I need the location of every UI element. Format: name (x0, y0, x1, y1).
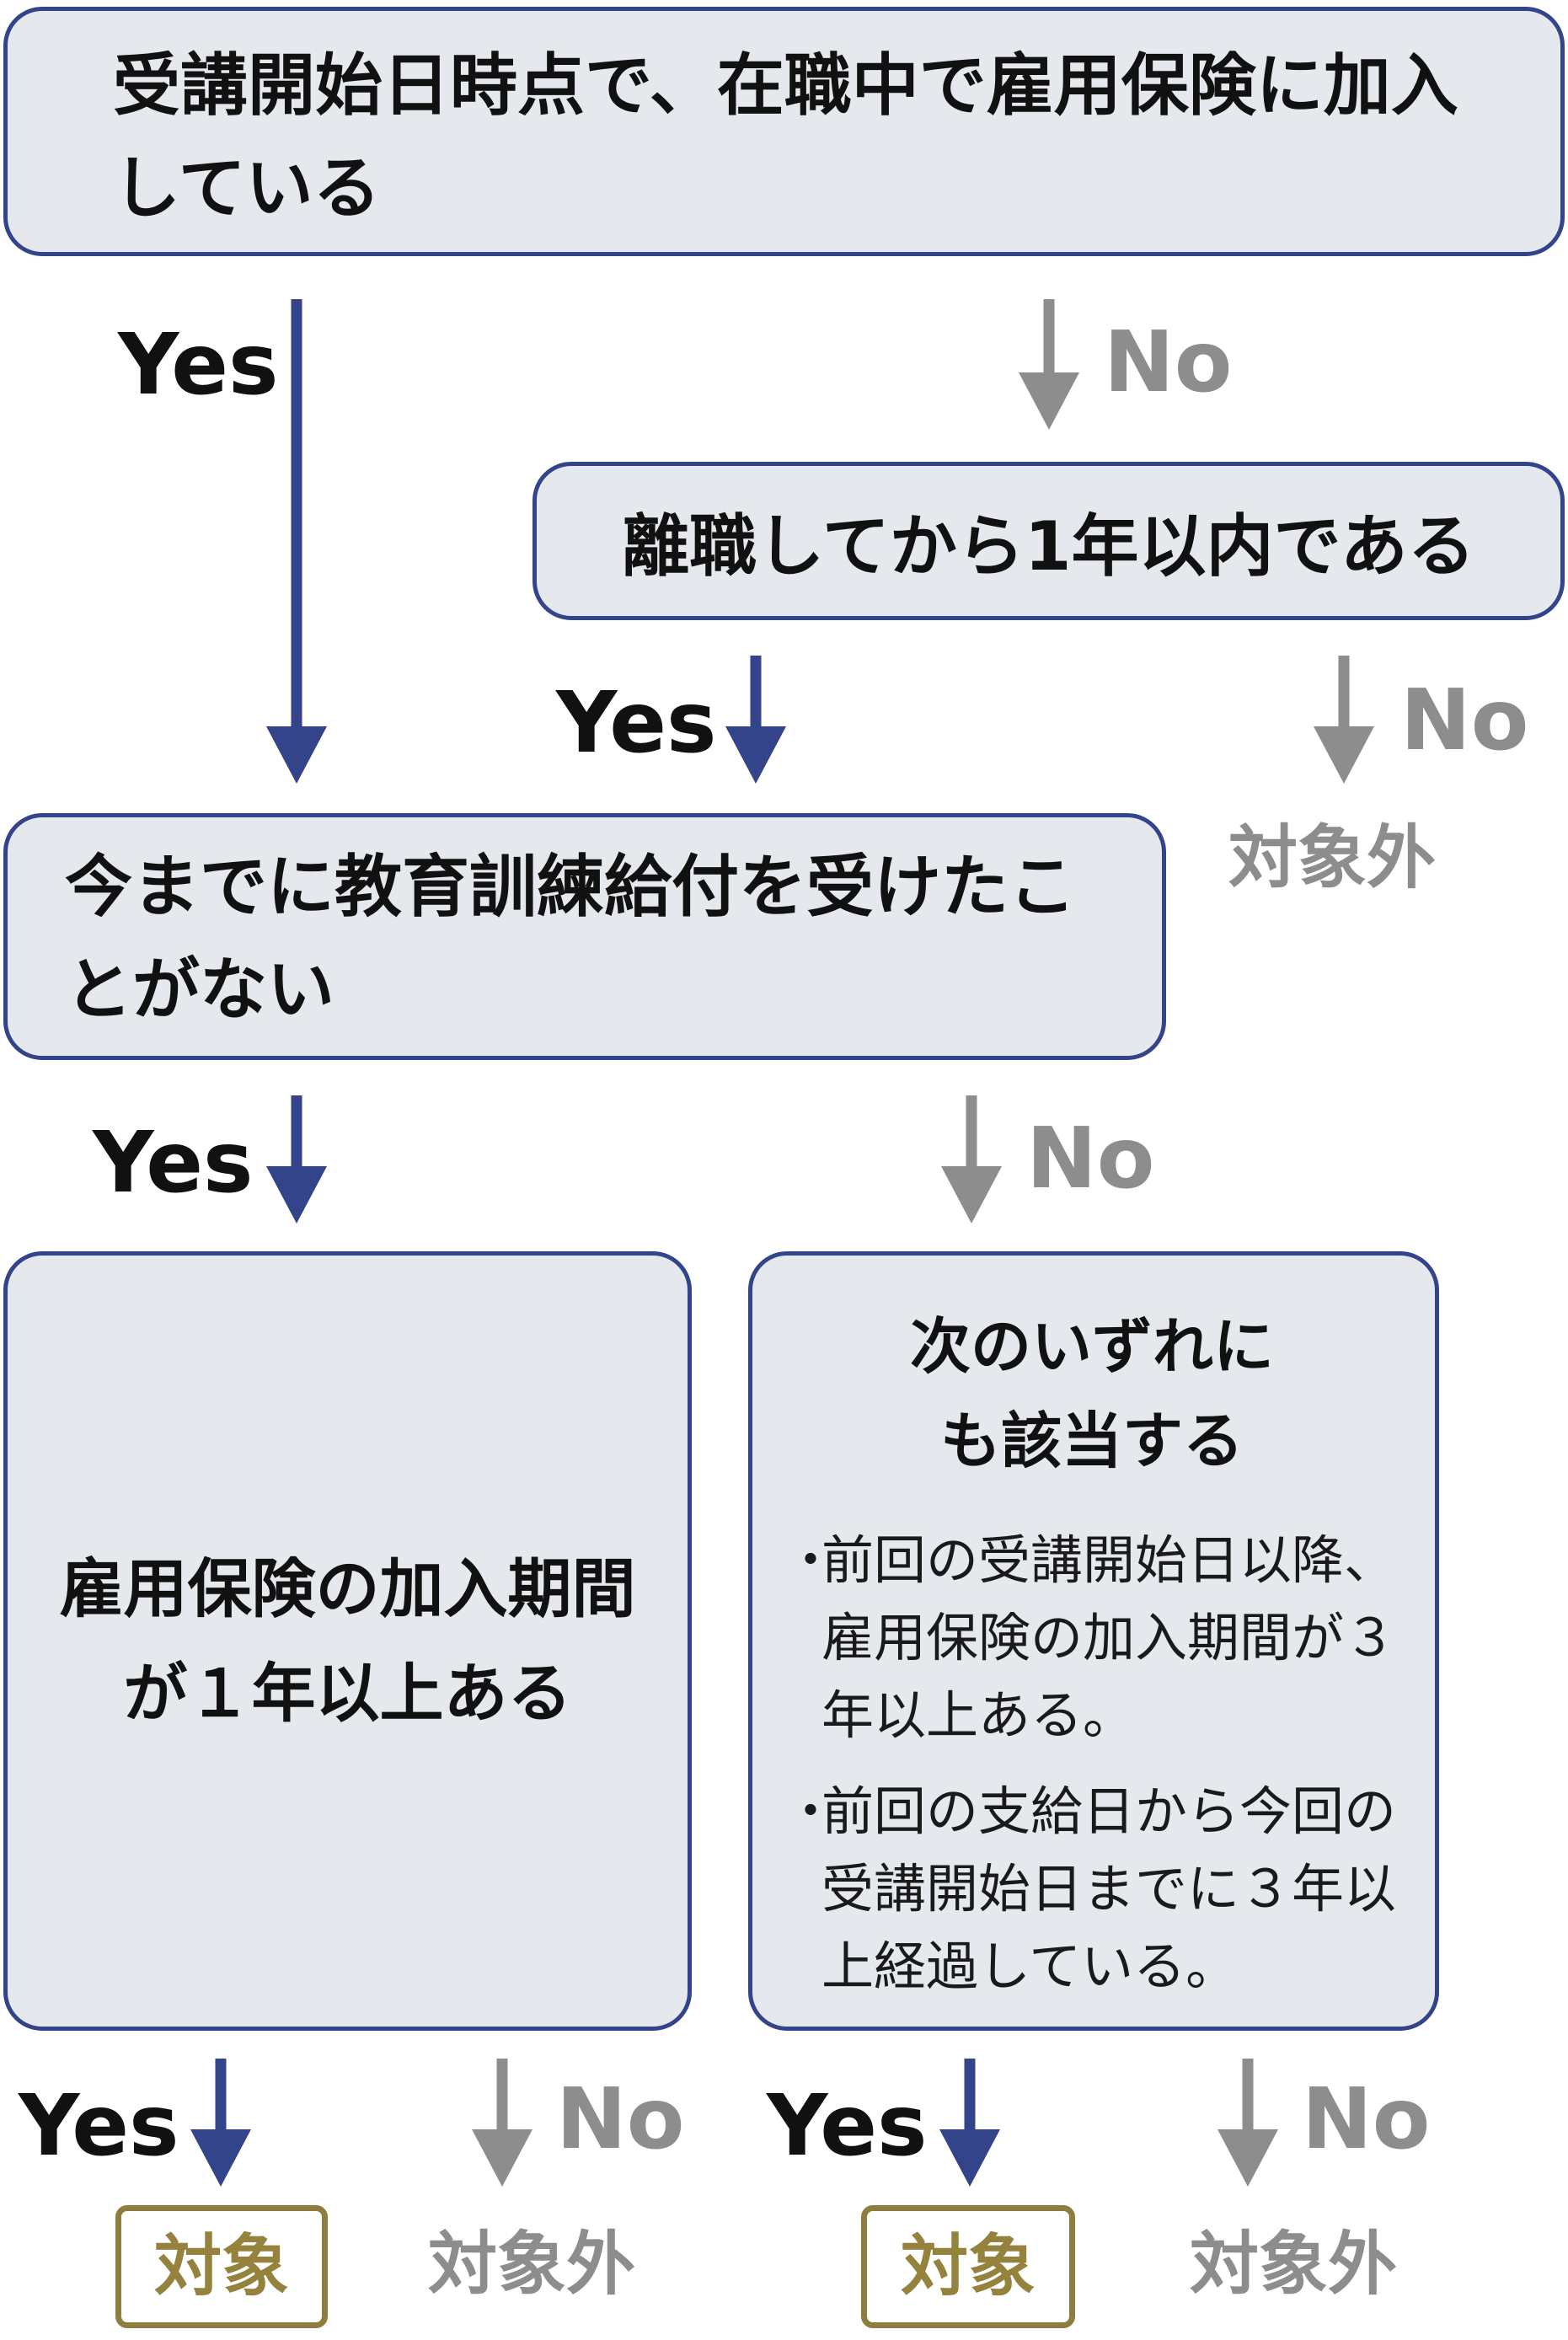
question-left-within-year: 離職してから1年以内である (532, 462, 1565, 620)
arrow-q1-yes (266, 299, 327, 784)
arrow-q4-no (472, 2059, 532, 2187)
question-3-text: 今までに教育訓練給付を受けたことがない (65, 848, 1076, 1029)
bullet-icon: ・ (784, 1529, 838, 1591)
label-q2-yes: Yes (556, 673, 717, 772)
label-q4-yes: Yes (19, 2076, 179, 2175)
label-q5-yes: Yes (767, 2076, 928, 2175)
label-q4-no: No (556, 2070, 685, 2168)
outcome-eligible: 対象 (115, 2205, 328, 2328)
arrow-q3-no (941, 1095, 1002, 1224)
condition-item: ・ 前回の受講開始日以降、雇用保険の加入期間が３年以上ある。 (784, 1522, 1399, 1754)
arrow-q2-no (1314, 656, 1374, 784)
outcome-eligible-text: 対象 (901, 2227, 1036, 2305)
outcome-not-eligible: 対象外 (1190, 2225, 1398, 2305)
bullet-icon: ・ (784, 1780, 838, 1842)
label-q1-no: No (1104, 313, 1233, 411)
question-insured-over-one-year: 雇用保険の加入期間が１年以上ある (3, 1251, 692, 2031)
arrow-q2-yes (725, 656, 786, 784)
outcome-eligible-text: 対象 (154, 2227, 289, 2305)
label-q5-no: No (1302, 2070, 1431, 2168)
question-meets-all-conditions: 次のいずれにも該当する ・ 前回の受講開始日以降、雇用保険の加入期間が３年以上あ… (748, 1251, 1439, 2031)
question-5-title: 次のいずれにも該当する (909, 1311, 1274, 1476)
arrow-q5-no (1217, 2059, 1278, 2187)
condition-list: ・ 前回の受講開始日以降、雇用保険の加入期間が３年以上ある。 ・ 前回の支給日か… (784, 1522, 1399, 2005)
arrow-q3-yes (266, 1095, 327, 1224)
label-q3-yes: Yes (93, 1113, 254, 1212)
condition-item-text: 前回の受講開始日以降、雇用保険の加入期間が３年以上ある。 (821, 1529, 1397, 1746)
outcome-not-eligible: 対象外 (1228, 818, 1437, 898)
question-2-text: 離職してから1年以内である (622, 507, 1475, 586)
question-no-prior-benefit: 今までに教育訓練給付を受けたことがない (3, 813, 1166, 1060)
outcome-not-eligible: 対象外 (428, 2225, 636, 2305)
condition-item-text: 前回の支給日から今回の受講開始日までに３年以上経過している。 (821, 1780, 1397, 1997)
outcome-eligible: 対象 (861, 2205, 1075, 2328)
label-q1-yes: Yes (118, 315, 279, 414)
question-4-text: 雇用保険の加入期間が１年以上ある (59, 1550, 636, 1731)
arrow-q4-yes (190, 2059, 251, 2187)
label-q2-no: No (1400, 671, 1529, 769)
arrow-q5-yes (939, 2059, 1000, 2187)
arrow-q1-no (1019, 299, 1079, 430)
condition-item: ・ 前回の支給日から今回の受講開始日までに３年以上経過している。 (784, 1773, 1399, 2005)
question-employed-insured: 受講開始日時点で、在職中で雇用保険に加入している (3, 7, 1565, 256)
label-q3-no: No (1026, 1109, 1155, 1207)
question-1-text: 受講開始日時点で、在職中で雇用保険に加入している (113, 46, 1458, 228)
